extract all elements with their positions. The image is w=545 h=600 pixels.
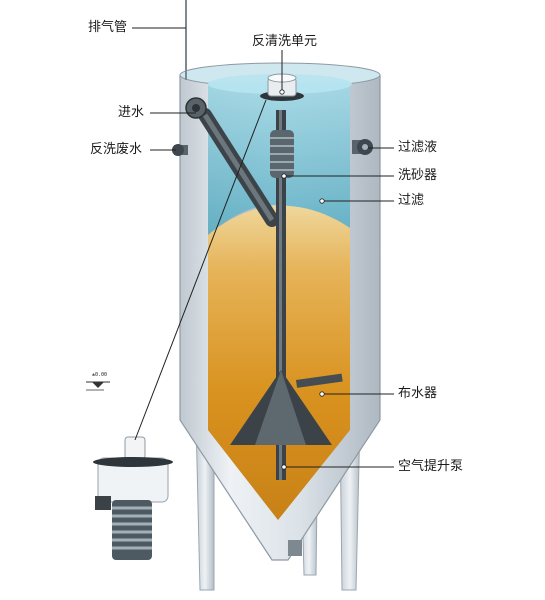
water-distributor-part bbox=[230, 370, 343, 445]
inset-backwash-detail bbox=[93, 436, 173, 560]
label-backwash-waste: 反洗废水 bbox=[90, 142, 143, 157]
label-air-lift-pump: 空气提升泵 bbox=[398, 459, 464, 474]
level-marker bbox=[86, 381, 110, 391]
label-exhaust-pipe: 排气管 bbox=[88, 20, 128, 35]
label-water-distributor: 布水器 bbox=[398, 386, 438, 401]
sand-washer-part bbox=[270, 130, 294, 178]
label-level-marker: ±0.00 bbox=[92, 372, 108, 378]
label-filtrate: 过滤液 bbox=[398, 140, 438, 155]
leader-lines bbox=[132, 27, 394, 468]
label-filter: 过滤 bbox=[398, 193, 425, 208]
inlet-pipe bbox=[185, 97, 279, 227]
label-water-inlet: 进水 bbox=[118, 105, 145, 120]
label-sand-washer: 洗砂器 bbox=[398, 168, 438, 183]
side-nozzles bbox=[172, 139, 373, 156]
label-backwash-unit: 反清洗单元 bbox=[252, 34, 318, 49]
leader-dots bbox=[279, 89, 325, 470]
air-lift-pipe bbox=[276, 110, 286, 480]
